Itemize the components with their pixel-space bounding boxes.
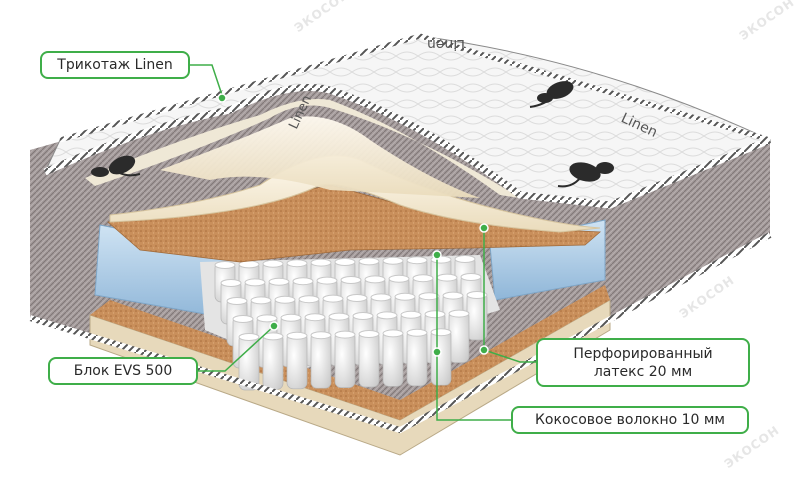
pocket-spring-top xyxy=(406,256,428,265)
pocket-spring-top xyxy=(400,310,422,319)
pocket-spring-top xyxy=(250,296,272,305)
pocket-spring xyxy=(310,331,332,389)
pocket-spring-top xyxy=(358,257,380,266)
pocket-spring-top xyxy=(346,294,368,302)
label-coconut-fiber: Кокосовое волокно 10 мм xyxy=(511,406,749,434)
pocket-spring xyxy=(406,329,428,387)
pocket-spring xyxy=(286,332,308,390)
pocket-spring xyxy=(262,333,284,390)
pocket-spring-top xyxy=(262,259,284,268)
pocket-spring-top xyxy=(352,312,374,320)
label-perforated-latex: Перфорированный латекс 20 мм xyxy=(536,338,750,387)
pocket-spring-top xyxy=(388,274,410,283)
pocket-spring xyxy=(334,331,356,388)
pocket-spring-top xyxy=(424,310,446,319)
pocket-spring-top xyxy=(334,330,356,339)
pocket-spring-top xyxy=(334,258,356,266)
pocket-spring-top xyxy=(286,259,308,268)
flower-print-icon xyxy=(91,155,141,177)
pocket-spring-top xyxy=(220,279,242,287)
flower-print-icon xyxy=(529,81,574,108)
pocket-spring-top xyxy=(292,277,314,286)
pocket-spring-top xyxy=(454,255,476,263)
pocket-spring-top xyxy=(214,261,236,269)
pocket-spring-top xyxy=(322,294,344,303)
pocket-spring xyxy=(382,330,404,387)
pocket-spring-top xyxy=(256,314,278,323)
pocket-spring xyxy=(430,328,452,386)
cover-print-text: Linen xyxy=(427,36,465,52)
label-knitted-linen: Трикотаж Linen xyxy=(40,51,190,79)
pocket-spring-top xyxy=(304,313,326,322)
pocket-spring-top xyxy=(376,311,398,320)
pocket-spring xyxy=(358,330,380,388)
springs xyxy=(214,255,488,391)
pocket-spring-top xyxy=(418,292,440,301)
pocket-spring-top xyxy=(412,274,434,283)
pocket-spring-top xyxy=(460,273,482,281)
bottom-coconut-layer xyxy=(90,285,610,420)
label-perforated-latex-line1: Перфорированный xyxy=(573,345,713,362)
pocket-spring-top xyxy=(382,256,404,265)
pocket-spring-top xyxy=(310,258,332,267)
pocket-spring-top xyxy=(232,315,254,323)
pocket-spring-top xyxy=(274,295,296,304)
pocket-spring-top xyxy=(364,275,386,284)
pocket-spring-top xyxy=(328,312,350,321)
pocket-spring-top xyxy=(280,313,302,322)
pocket-spring-top xyxy=(436,273,458,282)
pocket-spring-top xyxy=(238,333,260,341)
flower-print-icon xyxy=(557,162,614,188)
pocket-spring-top xyxy=(394,292,416,301)
leader-dots xyxy=(217,93,489,357)
pocket-spring-top xyxy=(448,309,470,318)
label-spring-block: Блок EVS 500 xyxy=(48,357,198,385)
pocket-spring-top xyxy=(466,291,488,299)
pocket-spring-top xyxy=(370,293,392,302)
pocket-spring-top xyxy=(340,276,362,284)
pocket-spring-top xyxy=(382,329,404,338)
pocket-spring-top xyxy=(298,295,320,304)
pocket-spring-top xyxy=(310,331,332,340)
pocket-spring-top xyxy=(226,297,248,305)
top-coconut-layer xyxy=(107,184,602,263)
label-perforated-latex-line2: латекс 20 мм xyxy=(593,363,693,380)
pocket-spring xyxy=(448,310,470,363)
leader-lines xyxy=(190,64,536,421)
pocket-spring-top xyxy=(442,291,464,300)
pocket-spring-top xyxy=(430,328,452,337)
pocket-spring-top xyxy=(358,330,380,338)
pocket-spring-top xyxy=(286,331,308,340)
pocket-spring-top xyxy=(316,276,338,285)
pocket-spring-top xyxy=(244,278,266,287)
pocket-spring-top xyxy=(268,277,290,286)
pocket-spring-top xyxy=(406,328,428,337)
